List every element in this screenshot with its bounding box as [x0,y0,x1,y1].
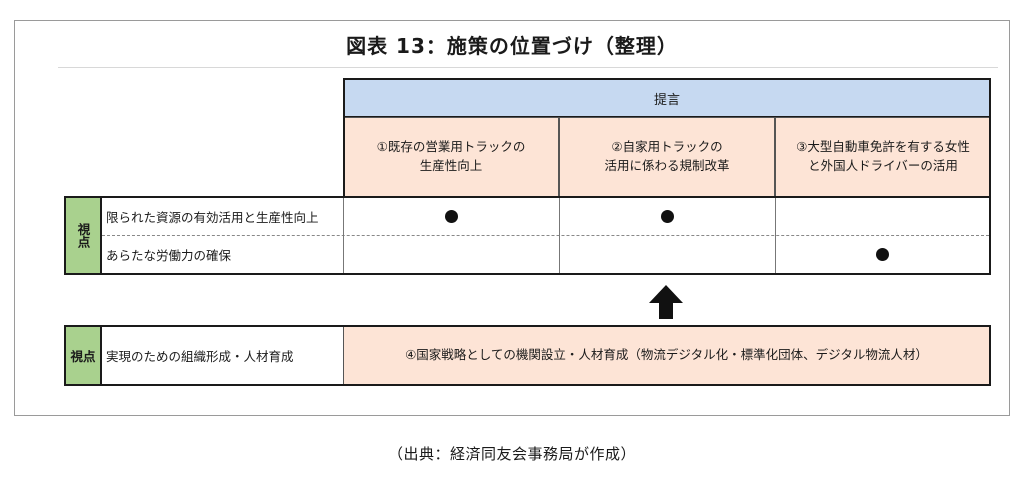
marker-dot [661,209,674,223]
marker-dot [876,248,889,261]
column-header-1: ①既存の営業用トラックの 生産性向上 [343,117,559,197]
up-arrow-icon [649,285,683,319]
title-divider [58,67,998,68]
figure-title: 図表 13：施策の位置づけ（整理） [346,34,678,58]
bottom-viewpoint-label: 視点 [64,325,102,386]
figure-caption: （出典：経済同友会事務局が作成） [387,445,636,463]
col-divider-c [775,198,776,273]
proposal-header: 提言 [343,78,991,118]
column-header-2: ②自家用トラックの 活用に係わる規制改革 [559,117,775,197]
cell-r1-c1 [344,198,559,234]
column-right-border [989,117,991,197]
viewpoint-label: 視点 [64,196,102,275]
row-divider [102,235,989,236]
cell-r2-c1 [344,236,559,273]
cell-r1-c2 [560,198,775,234]
cell-r2-c2 [560,236,775,273]
cell-r1-c3 [776,198,989,234]
bottom-row-label: 実現のための組織形成・人材育成 [102,327,342,384]
col-divider-a [343,198,344,273]
column-left-border [343,117,345,197]
row-label-1: 限られた資源の有効活用と生産性向上 [102,198,343,234]
row-label-2: あらたな労働力の確保 [102,236,343,273]
col-divider-b [559,198,560,273]
cell-r2-c3 [776,236,989,273]
figure-frame [14,20,1010,416]
column-header-3: ③大型自動車免許を有する女性 と外国人ドライバーの活用 [775,117,991,197]
bottom-proposal: ④国家戦略としての機関設立・人材育成（物流デジタル化・標準化団体、デジタル物流人… [343,327,989,384]
marker-dot [445,209,458,223]
